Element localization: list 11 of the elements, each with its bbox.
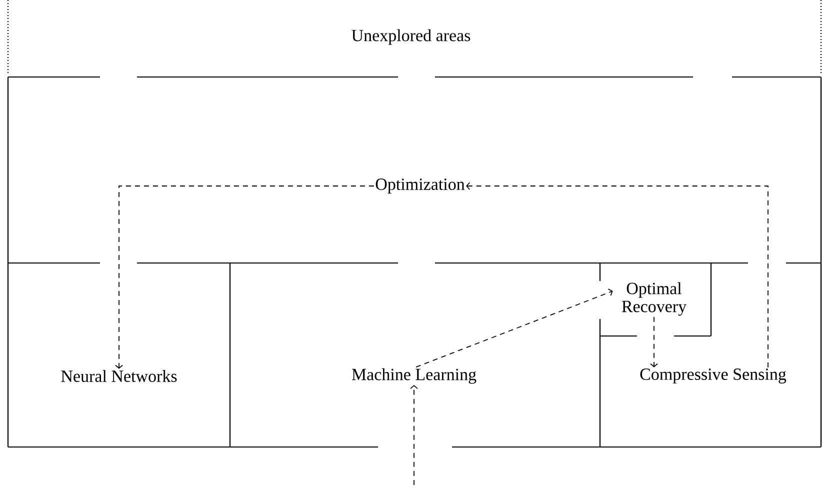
arrow [416,288,613,368]
area-label: Unexplored areas [352,29,470,45]
arrow [410,384,418,486]
area-label: Compressive Sensing [640,368,786,384]
arrow [466,182,768,368]
area-label: Machine Learning [352,368,476,384]
arrow [650,316,658,368]
area-label: Optimal Recovery [622,282,687,316]
arrow [115,186,374,369]
area-label: Optimization [376,178,465,194]
area-label: Neural Networks [61,370,177,382]
